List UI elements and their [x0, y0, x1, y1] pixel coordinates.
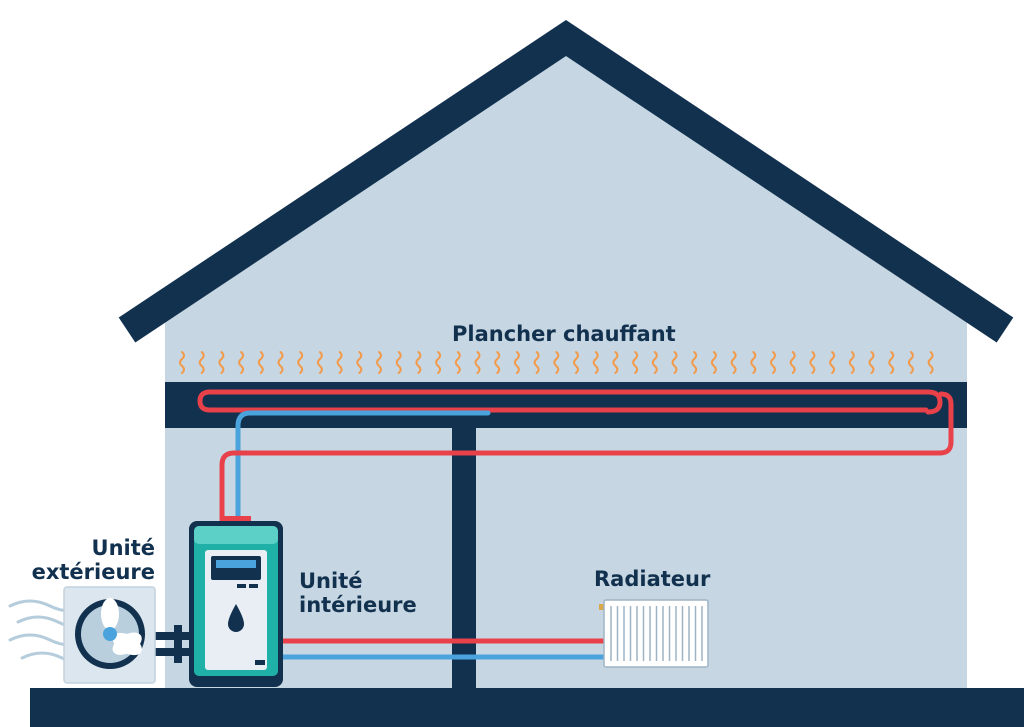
- indoor-unit-label-line2: intérieure: [299, 593, 417, 617]
- heat-wave-icon: [257, 351, 264, 374]
- heat-wave-icon: [454, 351, 461, 374]
- heat-wave-icon: [553, 351, 560, 374]
- heat-wave-icon: [671, 351, 678, 374]
- ground: [30, 688, 1024, 727]
- indoor-unit-label-line1: Unité: [299, 569, 363, 593]
- heat-wave-icon: [474, 351, 481, 374]
- floor-slab: [165, 382, 967, 428]
- heat-wave-icon: [868, 351, 875, 374]
- heat-wave-icon: [691, 351, 698, 374]
- floor-heating-label: Plancher chauffant: [452, 322, 676, 346]
- indoor-unit: [189, 516, 283, 687]
- heat-wave-icon: [415, 351, 422, 374]
- heat-wave-icon: [592, 351, 599, 374]
- heat-wave-icon: [198, 351, 205, 374]
- outdoor-unit-label-line2: extérieure: [31, 560, 155, 584]
- heat-wave-icon: [277, 351, 284, 374]
- heat-wave-icon: [632, 351, 639, 374]
- heat-wave-icon: [179, 351, 934, 374]
- heat-wave-icon: [848, 351, 855, 374]
- heat-wave-icon: [907, 351, 914, 374]
- heat-wave-icon: [513, 351, 520, 374]
- fan-icon: [75, 598, 145, 669]
- heat-wave-icon: [809, 351, 816, 374]
- cold-supply-pipe: [235, 410, 491, 523]
- outdoor-unit: [63, 586, 156, 684]
- house-wall: [165, 55, 967, 688]
- heat-wave-icon: [770, 351, 776, 374]
- radiator-fins: [610, 606, 703, 661]
- heat-wave-icon: [888, 351, 895, 374]
- heat-wave-icon: [829, 351, 836, 374]
- heat-wave-icon: [730, 351, 737, 374]
- heat-wave-icon: [395, 351, 402, 374]
- heat-wave-icon: [297, 351, 304, 374]
- radiator: [599, 599, 709, 668]
- heat-wave-icon: [336, 351, 343, 374]
- heat-wave-icon: [494, 351, 501, 374]
- unit-connector: [155, 625, 193, 663]
- heat-wave-icon: [316, 351, 323, 374]
- heat-wave-icon: [356, 351, 363, 374]
- heat-wave-icon: [927, 351, 934, 374]
- heat-wave-icon: [789, 351, 796, 374]
- heat-wave-icon: [612, 351, 619, 374]
- outdoor-unit-label-line1: Unité: [91, 536, 155, 560]
- heat-wave-icon: [435, 351, 442, 374]
- water-drop-icon: [228, 604, 244, 632]
- heat-wave-icon: [218, 351, 225, 374]
- heat-wave-icon: [533, 351, 540, 374]
- heat-wave-icon: [573, 351, 579, 374]
- outdoor-unit-label: Unité extérieure: [22, 536, 155, 584]
- heat-wave-icon: [651, 351, 658, 374]
- heat-wave-icon: [376, 351, 382, 374]
- radiator-label: Radiateur: [594, 567, 711, 591]
- heat-wave-icon: [750, 351, 757, 374]
- indoor-unit-label: Unité intérieure: [299, 569, 417, 617]
- hot-supply-pipe: [219, 391, 954, 523]
- heat-wave-icon: [179, 351, 185, 374]
- heat-wave-icon: [238, 351, 245, 374]
- floor-heating-pipes: [197, 389, 954, 523]
- hot-loop-pipe: [197, 389, 943, 415]
- center-pillar: [452, 428, 476, 688]
- heat-wave-icon: [710, 351, 717, 374]
- roof: [118, 19, 1014, 343]
